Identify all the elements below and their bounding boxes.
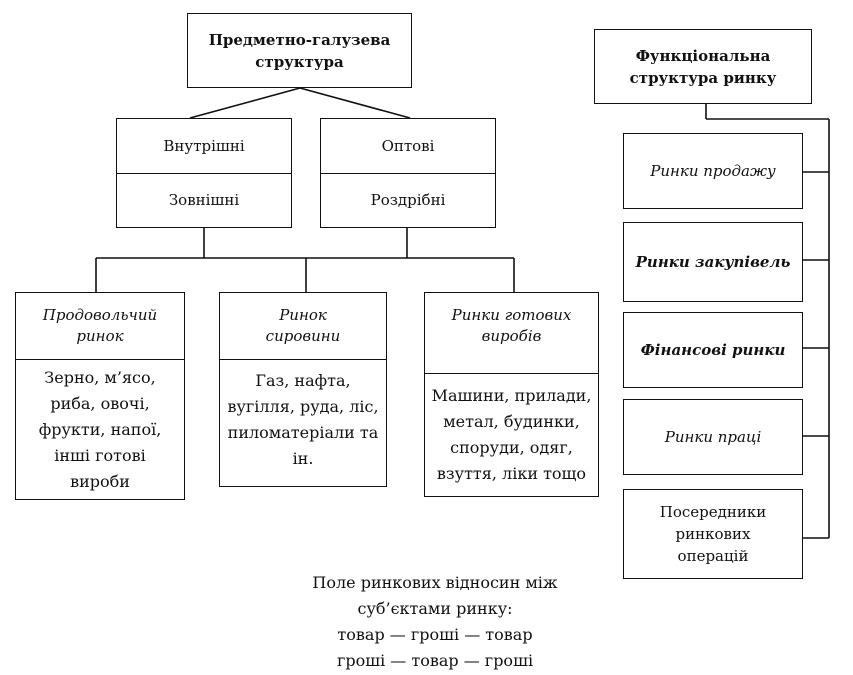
functional-item-label: Посередники ринкових операцій (659, 503, 767, 565)
functional-item-labor: Ринки праці (623, 399, 803, 475)
functional-item-label: Ринки праці (664, 427, 762, 446)
functional-item-procurement: Ринки закупівель (623, 222, 803, 302)
level1-top-label: Оптові (381, 136, 435, 155)
level1-bottom-label: Зовнішні (117, 172, 291, 228)
root-box-functional: Функціональна структура ринку (594, 29, 812, 104)
market-items: Газ, нафта, вугілля, руда, ліс, пиломате… (220, 359, 386, 486)
level1-box-wholesale-retail: Оптові Роздрібні (320, 118, 496, 228)
level1-top-label: Внутрішні (163, 136, 245, 155)
caption-line-3: товар — гроші — товар (337, 625, 533, 644)
functional-item-label: Ринки закупівель (635, 252, 791, 271)
functional-item-label: Фінансові ринки (640, 340, 786, 359)
caption-line-4: гроші — товар — гроші (336, 651, 534, 670)
functional-item-label: Ринки продажу (650, 161, 776, 180)
level1-bottom-label: Роздрібні (321, 172, 495, 228)
market-title: Продовольчий ринок (42, 306, 158, 345)
level1-box-domestic-foreign: Внутрішні Зовнішні (116, 118, 292, 228)
connector-root-left (189, 87, 301, 119)
connector-root-right (299, 87, 411, 119)
functional-item-intermediaries: Посередники ринкових операцій (623, 489, 803, 579)
root-title: Предметно-галузева структура (208, 30, 391, 71)
market-box-finished-goods: Ринки готових виробів Машини, прилади, м… (424, 292, 599, 497)
caption-line-1: Поле ринкових відносин між (312, 573, 558, 592)
market-box-food: Продовольчий ринок Зерно, м’ясо, риба, о… (15, 292, 185, 500)
functional-item-financial: Фінансові ринки (623, 312, 803, 388)
market-items: Зерно, м’ясо, риба, овочі, фрукти, напої… (16, 359, 184, 499)
market-items: Машини, прилади, метал, будинки, споруди… (425, 373, 598, 496)
right-root-title: Функціональна структура ринку (629, 46, 777, 87)
market-box-raw-materials: Ринок сировини Газ, нафта, вугілля, руда… (219, 292, 387, 487)
market-title: Ринки готових виробів (451, 306, 572, 345)
market-relations-caption: Поле ринкових відносин між суб’єктами ри… (280, 570, 590, 674)
market-title: Ринок сировини (265, 306, 341, 345)
functional-item-sales: Ринки продажу (623, 133, 803, 209)
root-box-subject-industry: Предметно-галузева структура (187, 13, 412, 88)
caption-line-2: суб’єктами ринку: (357, 599, 513, 618)
